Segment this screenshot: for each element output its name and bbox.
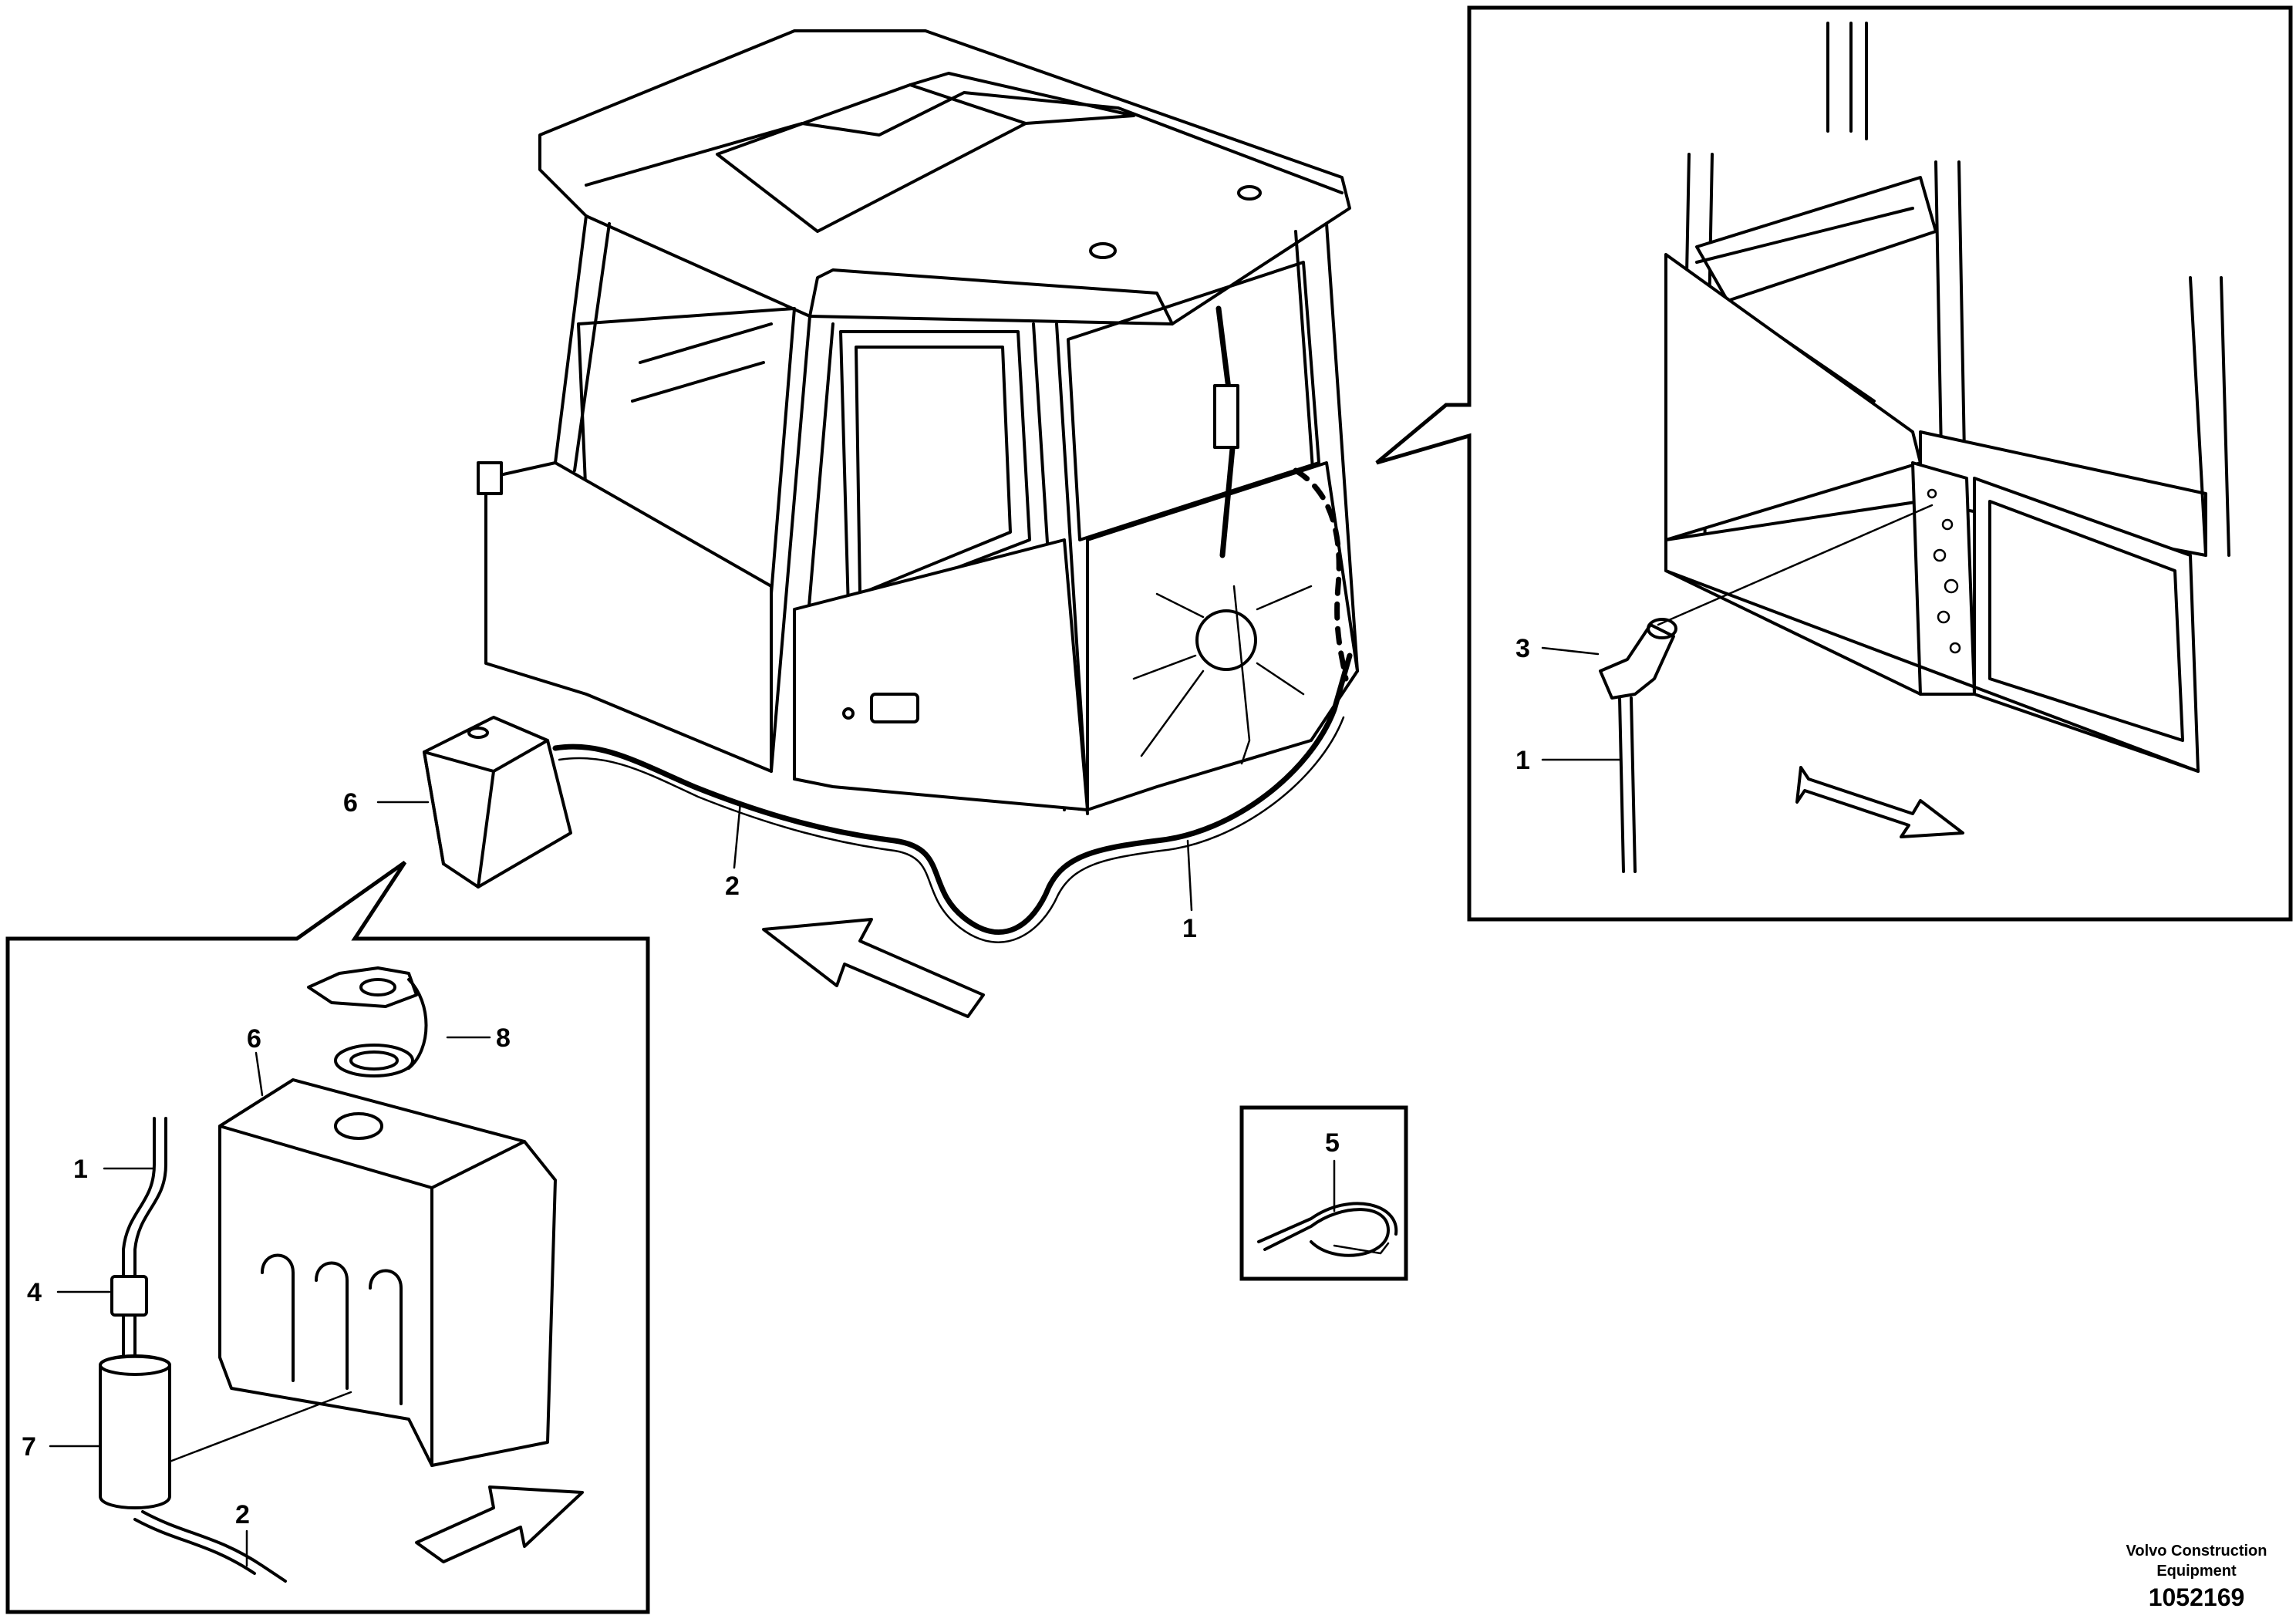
callout-4-left: 4 [27,1278,42,1307]
callout-1-right: 1 [1515,746,1530,775]
brand-name-line2: Equipment [2156,1563,2237,1580]
callout-1-main: 1 [1182,914,1197,943]
callouts-main: 6 2 1 [343,788,1197,943]
cable-tie [1257,1202,1398,1257]
elbow-connector [1599,504,1934,873]
washer-pump [99,1117,352,1583]
direction-arrow-right [1795,766,1964,838]
hose-routing [552,467,1353,943]
washer-reservoir-detail [218,966,557,1467]
direction-arrow-main [762,918,985,1018]
drawing-number: 1052169 [2149,1583,2245,1611]
callout-1-left: 1 [73,1155,88,1184]
direction-arrow-left [415,1485,584,1563]
callout-8-left: 8 [496,1023,511,1053]
callout-6-left: 6 [247,1024,261,1054]
detail-panel-right [1664,22,2230,773]
callout-3-right: 3 [1515,634,1530,663]
cab-lower-body [484,461,773,773]
callout-2-main: 2 [725,872,740,901]
footer: Volvo Construction Equipment 1052169 [2126,1543,2267,1611]
washer-reservoir-main [423,716,572,889]
cab-assembly [477,29,1359,815]
callout-7-left: 7 [22,1432,36,1462]
brand-name-line1: Volvo Construction [2126,1543,2267,1560]
callouts-left: 1 4 7 2 6 8 [22,1023,511,1567]
callout-6-main: 6 [343,788,358,818]
callout-2-left: 2 [235,1500,250,1529]
callout-5-tie: 5 [1325,1128,1340,1158]
cab-roof [538,29,1351,325]
